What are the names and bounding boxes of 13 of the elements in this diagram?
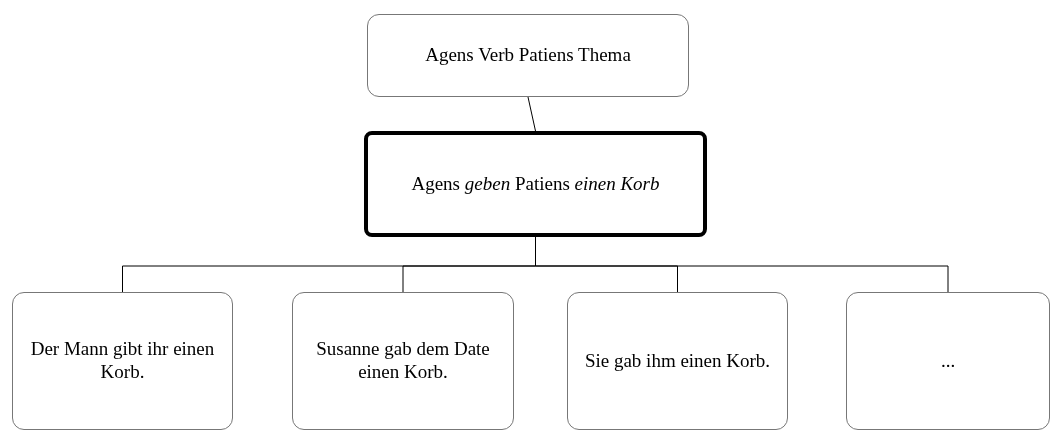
highlighted-box bbox=[364, 131, 707, 237]
rounded-box bbox=[846, 292, 1050, 430]
rounded-box bbox=[12, 292, 233, 430]
box-text: Susanne gab dem Date einen Korb. bbox=[315, 338, 491, 384]
box-text: Agens geben Patiens einen Korb bbox=[411, 172, 660, 196]
rounded-box bbox=[567, 292, 788, 430]
box-text: Sie gab ihm einen Korb. bbox=[584, 349, 771, 373]
connector-line bbox=[527, 96, 536, 132]
rounded-box bbox=[367, 14, 689, 97]
box-text: ... bbox=[940, 349, 956, 373]
rounded-box bbox=[292, 292, 514, 430]
box-text: Agens Verb Patiens Thema bbox=[425, 44, 631, 67]
box-text: Der Mann gibt ihr einen Korb. bbox=[29, 338, 216, 384]
